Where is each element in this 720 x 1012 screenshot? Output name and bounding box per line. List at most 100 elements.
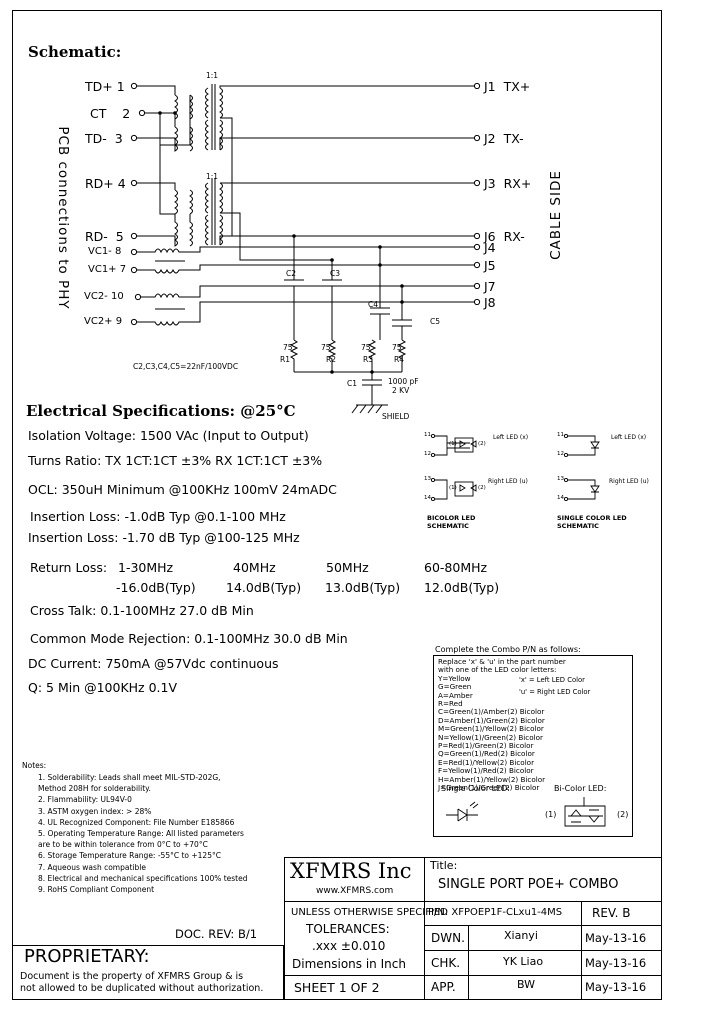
led-polarity: (2) (478, 441, 486, 447)
title-label: Title: (430, 859, 458, 872)
combo-single-label: Single Color LED: (441, 784, 510, 793)
capacitor-label: C5 (430, 317, 441, 326)
led-polarity: (1) (449, 485, 457, 491)
shield-label: SHIELD (382, 412, 410, 421)
led-pin-label: 12 (557, 451, 564, 457)
led-pin-label: 11 (557, 432, 564, 438)
tolerance-line: UNLESS OTHERWISE SPECIFIED (291, 907, 448, 918)
spec-insertion-loss-2: Insertion Loss: -1.70 dB Typ @100-125 MH… (28, 530, 300, 545)
led-polarity: (2) (478, 485, 486, 491)
return-loss-value: 13.0dB(Typ) (325, 580, 401, 595)
spec-cmr: Common Mode Rejection: 0.1-100MHz 30.0 d… (30, 631, 348, 646)
led-schematic-diagram (430, 433, 600, 502)
resistor-label: R3 (363, 355, 373, 364)
return-loss-value: 14.0dB(Typ) (226, 580, 302, 595)
doc-revision: DOC. REV: B/1 (175, 927, 258, 941)
spec-dc-current: DC Current: 750mA @57Vdc continuous (28, 656, 279, 671)
bicolor-schematic-title: SCHEMATIC (427, 522, 469, 530)
led-left-label: Left LED (x) (493, 434, 529, 441)
electrical-title: Electrical Specifications: @25°C (26, 402, 296, 420)
proprietary-box (12, 945, 284, 1000)
proprietary-line: Document is the property of XFMRS Group … (20, 971, 244, 982)
app-name: BW (517, 978, 536, 991)
turns-ratio-label: 1:1 (206, 71, 219, 80)
notes-list: 1. Solderability: Leads shall meet MIL-S… (38, 773, 248, 895)
phy-pin-label: VC2- 10 (84, 291, 124, 302)
bicolor-schematic-title: BICOLOR LED (427, 514, 476, 522)
spec-turns: Turns Ratio: TX 1CT:1CT ±3% RX 1CT:1CT ±… (28, 453, 323, 468)
led-left-label: Left LED (x) (611, 434, 647, 441)
spec-ocl: OCL: 350uH Minimum @100KHz 100mV 24mADC (28, 482, 337, 497)
combo-led-symbols (446, 797, 606, 827)
cable-pin-label: J1 TX+ (484, 79, 531, 94)
dwn-date: May-13-16 (585, 931, 647, 945)
tolerance-line: TOLERANCES: (306, 922, 390, 936)
phy-pin-label: RD- 5 (85, 229, 124, 244)
resistor-value: 75 (321, 343, 331, 352)
cable-pin-label: J5 (484, 258, 496, 273)
return-loss-label: Return Loss: (30, 560, 108, 575)
cable-pin-label: J6 RX- (484, 229, 525, 244)
return-loss-freq: 60-80MHz (424, 560, 488, 575)
resistor-label: R1 (280, 355, 290, 364)
company-name: XFMRS Inc (290, 859, 412, 883)
return-loss-value: 12.0dB(Typ) (424, 580, 500, 595)
spec-isolation: Isolation Voltage: 1500 VAc (Input to Ou… (28, 428, 309, 443)
return-loss-value: -16.0dB(Typ) (116, 580, 196, 595)
single-schematic-title: SCHEMATIC (557, 522, 599, 530)
return-loss-freq: 1-30MHz (118, 560, 174, 575)
chk-name: YK Liao (503, 955, 544, 968)
resistor-label: R4 (394, 355, 404, 364)
proprietary-title: PROPRIETARY: (24, 946, 150, 967)
cable-pin-label: J4 (484, 240, 496, 255)
resistor-label: R2 (326, 355, 336, 364)
led-right-label: Right LED (u) (488, 478, 528, 485)
company-website: www.XFMRS.com (316, 886, 394, 896)
combo-bi-label: Bi-Color LED: (554, 784, 607, 793)
return-loss-freq: 50MHz (326, 560, 369, 575)
c1-value: 1000 pF (388, 377, 419, 386)
single-schematic-title: SINGLE COLOR LED (557, 514, 627, 522)
revision: REV. B (592, 906, 631, 920)
app-label: APP. (431, 980, 456, 994)
chk-label: CHK. (431, 956, 461, 970)
tolerance-line: Dimensions in Inch (292, 957, 406, 971)
led-pin-label: 12 (424, 451, 431, 457)
c1-value: 2 KV (392, 386, 410, 395)
chk-date: May-13-16 (585, 956, 647, 970)
led-pin-label: 14 (557, 495, 564, 501)
sheet-number: SHEET 1 OF 2 (294, 980, 380, 995)
combo-left-color: 'x' = Left LED Color (519, 676, 585, 684)
cable-pin-label: J3 RX+ (484, 176, 532, 191)
tolerance-line: .xxx ±0.010 (312, 939, 386, 953)
dwn-label: DWN. (431, 931, 465, 945)
led-polarity: (1) (449, 441, 457, 447)
led-pin-label: 13 (424, 476, 431, 482)
combo-lines: Replace 'x' & 'u' in the part number wit… (438, 657, 566, 793)
phy-pin-label: VC2+ 9 (84, 316, 123, 327)
led-pin-label: 11 (424, 432, 431, 438)
capacitor-label: C4 (368, 300, 379, 309)
phy-pin-label: VC1+ 7 (88, 264, 127, 275)
phy-pin-label: TD- 3 (85, 131, 123, 146)
led-pin-label: 13 (557, 476, 564, 482)
spec-insertion-loss-1: Insertion Loss: -1.0dB Typ @0.1-100 MHz (30, 509, 286, 524)
turns-ratio-label: 1:1 (206, 172, 219, 181)
capacitor-note: C2,C3,C4,C5=22nF/100VDC (133, 362, 239, 371)
combo-box (433, 655, 633, 837)
drawing-title: SINGLE PORT POE+ COMBO (438, 877, 619, 892)
proprietary-line: not allowed to be duplicated without aut… (20, 983, 264, 994)
phy-pin-label: VC1- 8 (88, 246, 122, 257)
cable-pin-label: J8 (484, 295, 496, 310)
combo-right-color: 'u' = Right LED Color (519, 688, 591, 696)
combo-polarity: (2) (617, 810, 629, 819)
schematic-diagram (130, 82, 481, 414)
phy-pin-label: TD+ 1 (85, 79, 125, 94)
resistor-value: 75 (361, 343, 371, 352)
combo-polarity: (1) (545, 810, 557, 819)
app-date-cell (581, 975, 662, 1000)
notes-title: Notes: (22, 761, 47, 770)
resistor-value: 75 (283, 343, 293, 352)
cable-pin-label: J7 (484, 279, 496, 294)
phy-pin-label: RD+ 4 (85, 176, 126, 191)
